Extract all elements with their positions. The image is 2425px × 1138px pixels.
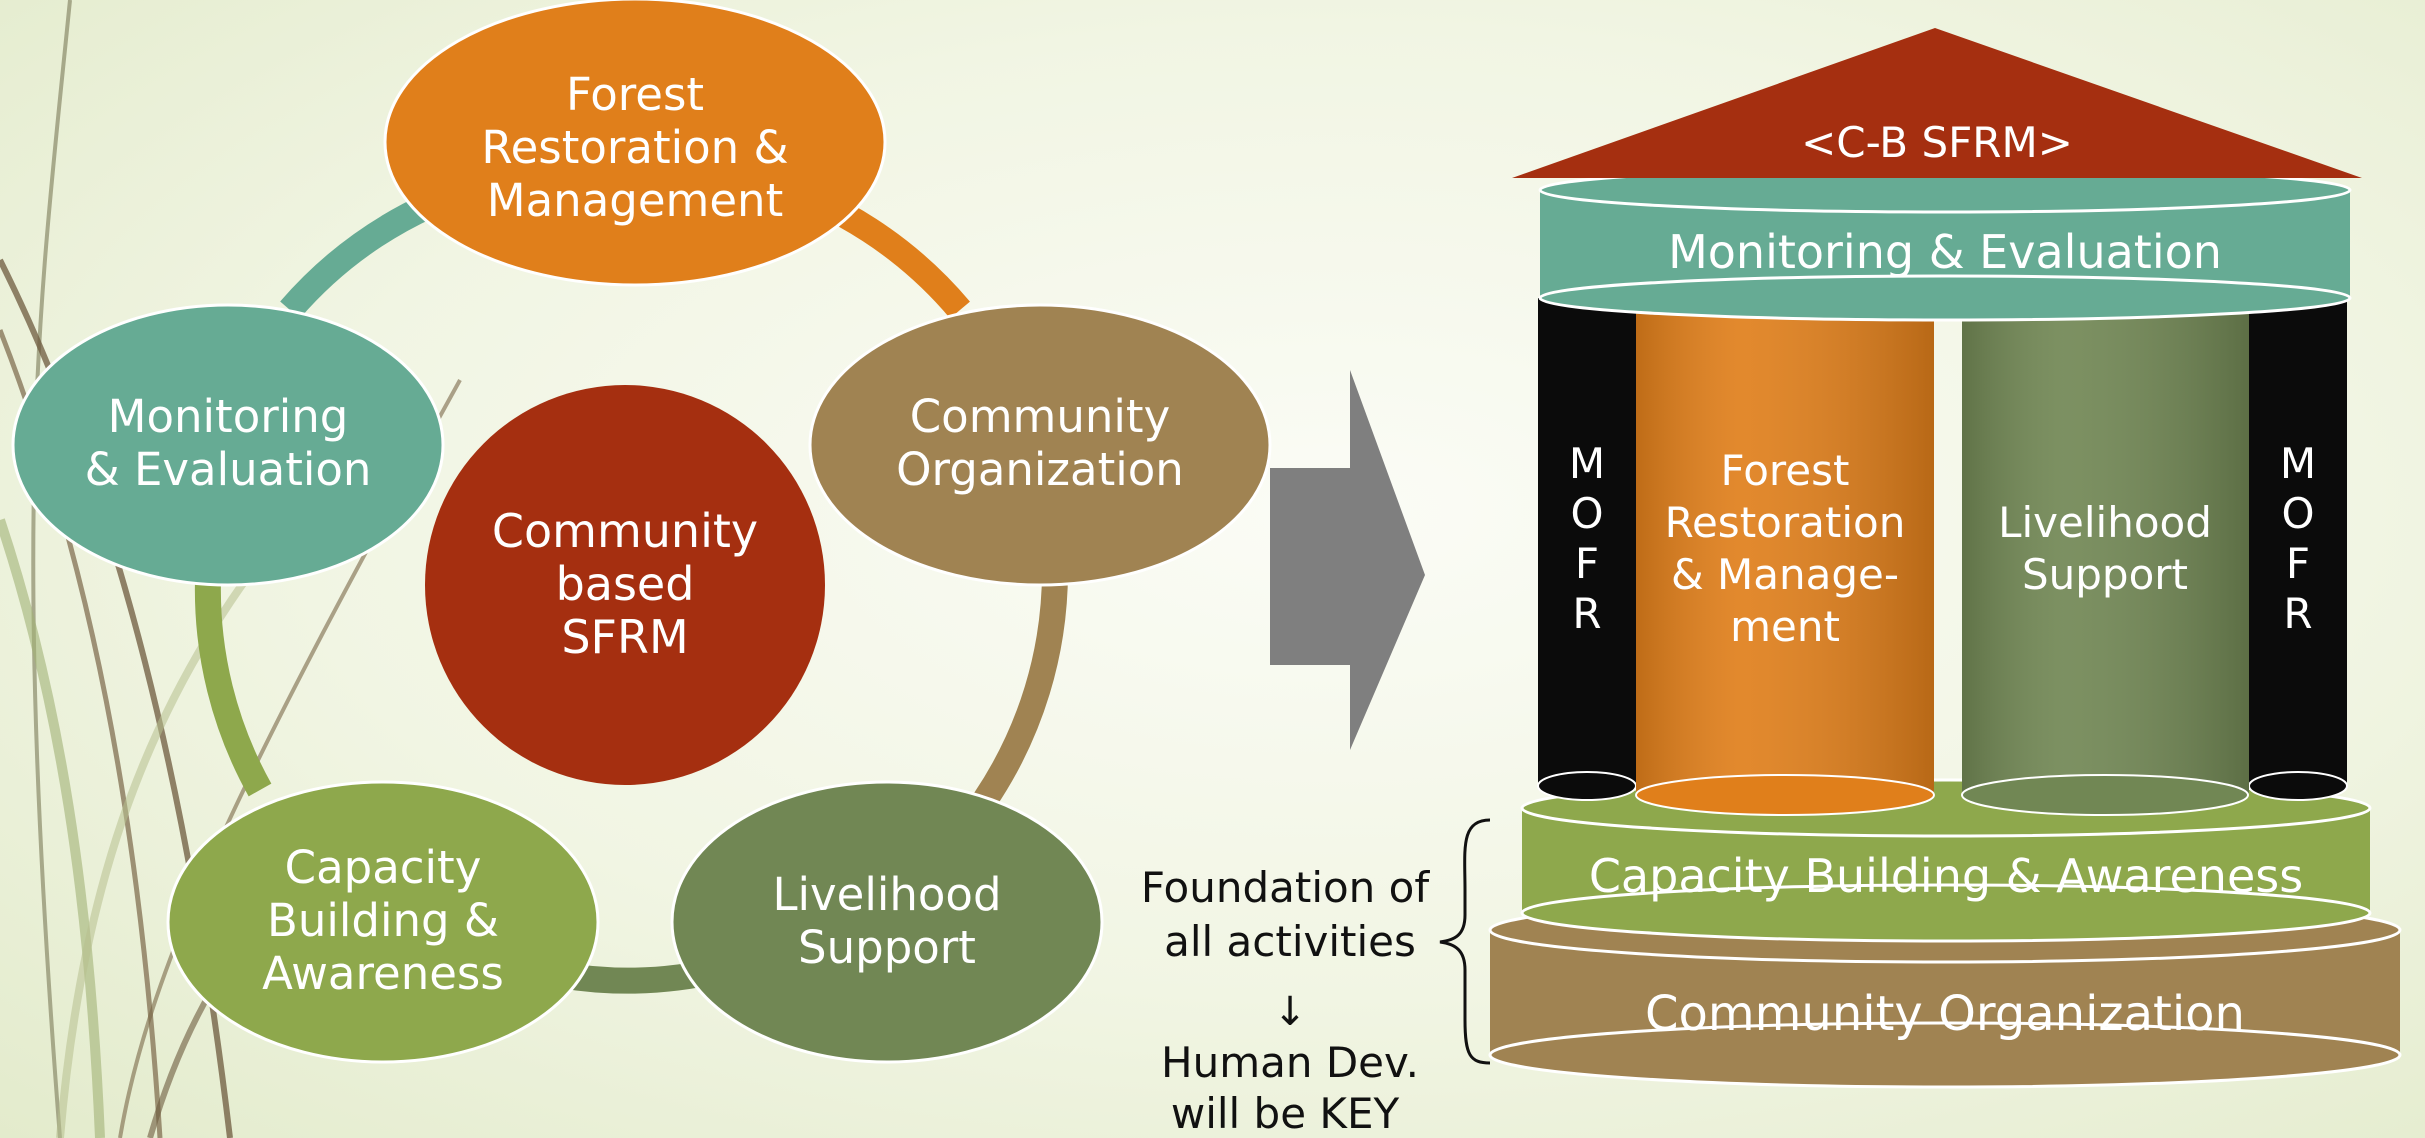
center-label-1: Community <box>492 504 758 558</box>
pillar-forest-restoration: Forest Restoration & Manage- ment <box>1635 305 1935 816</box>
note-line-4: will be KEY <box>1171 1089 1400 1138</box>
forest-pillar-label-4: ment <box>1730 602 1840 651</box>
livelihood-label-1: Livelihood <box>772 868 1001 921</box>
forest-label-3: Management <box>487 174 783 227</box>
forest-pillar-label-3: & Manage- <box>1671 550 1899 599</box>
community-base-label: Community Organization <box>1645 986 2245 1042</box>
ring-arc-capacity <box>194 579 272 797</box>
roof-label: <C-B SFRM> <box>1801 118 2073 167</box>
right-pillar-mofr: M O F R <box>2248 298 2348 801</box>
node-monitoring-evaluation: Monitoring & Evaluation <box>11 303 445 587</box>
center-label-3: SFRM <box>561 610 688 664</box>
monitoring-label-1: Monitoring <box>108 390 349 443</box>
livelihood-pillar-label-1: Livelihood <box>1998 498 2212 547</box>
forest-label-2: Restoration & <box>481 121 788 174</box>
node-capacity-building: Capacity Building & Awareness <box>166 780 600 1064</box>
left-pillar-mofr: M O F R <box>1537 298 1637 801</box>
left-pillar-letter-4: R <box>1572 589 1601 638</box>
beam-label: Monitoring & Evaluation <box>1668 225 2222 279</box>
forest-label-1: Forest <box>566 68 704 121</box>
curly-brace <box>1439 818 1491 1065</box>
ring-arc-community <box>974 569 1069 808</box>
capacity-base-label: Capacity Building & Awareness <box>1589 849 2303 903</box>
right-pillar-letter-3: F <box>2286 539 2310 588</box>
center-circle: Community based SFRM <box>425 385 825 785</box>
note-line-2: all activities <box>1164 917 1416 966</box>
note-line-1: Foundation of <box>1141 863 1430 912</box>
right-arrow <box>1270 370 1425 750</box>
left-pillar-letter-2: O <box>1570 489 1603 538</box>
roof: <C-B SFRM> <box>1512 28 2362 178</box>
community-org-label-2: Organization <box>896 443 1184 496</box>
capacity-label-1: Capacity <box>285 841 482 894</box>
livelihood-pillar-label-2: Support <box>2022 550 2188 599</box>
foundation-note: Foundation of all activities ↓ Human Dev… <box>1141 863 1430 1138</box>
right-pillar-letter-4: R <box>2283 589 2312 638</box>
note-line-3: Human Dev. <box>1161 1038 1419 1087</box>
right-pillar-letter-2: O <box>2281 489 2314 538</box>
left-pillar-letter-1: M <box>1569 439 1605 488</box>
down-arrow-icon: ↓ <box>1273 989 1307 1035</box>
node-forest-restoration: Forest Restoration & Management <box>383 0 887 287</box>
temple-diagram: Community Organization Capacity Building… <box>1488 28 2402 1089</box>
monitoring-label-2: & Evaluation <box>85 443 372 496</box>
ring-arc-monitoring <box>280 193 436 319</box>
pillar-livelihood-support: Livelihood Support <box>1961 305 2249 816</box>
livelihood-label-2: Support <box>798 921 976 974</box>
forest-pillar-label-2: Restoration <box>1665 498 1906 547</box>
right-pillar-letter-1: M <box>2280 439 2316 488</box>
left-pillar-letter-3: F <box>1575 539 1599 588</box>
capacity-label-2: Building & <box>267 894 499 947</box>
community-org-label-1: Community <box>910 390 1170 443</box>
beam-monitoring-evaluation: Monitoring & Evaluation <box>1538 166 2352 322</box>
center-label-2: based <box>556 557 695 611</box>
capacity-label-3: Awareness <box>262 947 504 1000</box>
node-livelihood-support: Livelihood Support <box>670 780 1104 1064</box>
node-community-organization: Community Organization <box>808 303 1272 587</box>
forest-pillar-label-1: Forest <box>1721 446 1850 495</box>
